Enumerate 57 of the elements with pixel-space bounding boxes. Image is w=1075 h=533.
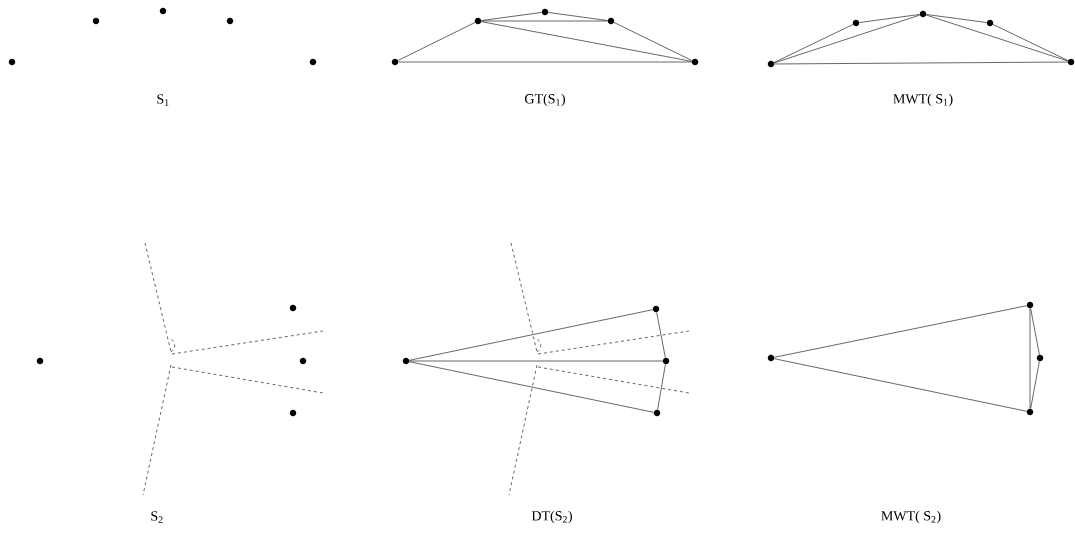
point [1026,301,1034,309]
point [767,354,775,362]
point [159,7,167,15]
edge-line [398,61,692,63]
edge-line [657,364,666,410]
point [474,17,482,25]
edge-line [1029,308,1031,409]
caption-label: GT(S$_{1}$) [525,93,565,107]
edge-line [992,24,1069,61]
edge-line [613,22,693,61]
caption-label: S$_{2}$ [151,511,163,523]
point [391,58,399,66]
point [8,58,16,66]
point [299,357,307,365]
point [289,409,297,417]
point [309,58,317,66]
point [226,17,234,25]
edge-line [481,12,542,21]
point [1067,58,1075,66]
point [92,17,100,25]
edge-line [409,360,663,362]
point [662,357,670,365]
edge-line [926,14,1069,62]
edge-line [481,20,608,22]
point [691,58,699,66]
point [653,409,661,417]
edge-line [1030,308,1040,355]
edge-line [774,358,1027,412]
edge-line [774,14,921,64]
edge-line [1030,361,1040,409]
caption-label: S$_{1}$ [157,94,169,106]
edge-line [656,312,666,358]
point [652,305,660,313]
point [607,17,615,25]
point [986,19,994,27]
edge-line [548,12,608,21]
point [402,357,410,365]
edge-line [926,14,987,23]
caption-label: MWT( S$_{1}$) [893,93,953,107]
edge-line [774,305,1027,358]
edge-line [774,61,1068,65]
point [852,19,860,27]
point [541,8,549,16]
caption-label: MWT( S$_{2}$) [881,510,941,524]
point [919,10,927,18]
edge-line [773,24,854,63]
caption-label: DT(S$_{2}$) [531,510,572,524]
point [289,304,297,312]
point [767,60,775,68]
edge-line [409,361,654,413]
edge-line [859,14,920,23]
point [1026,408,1034,416]
edge-line [397,22,476,61]
edge-line [481,21,692,62]
point [36,357,44,365]
point [1036,354,1044,362]
edge-line [409,309,653,361]
